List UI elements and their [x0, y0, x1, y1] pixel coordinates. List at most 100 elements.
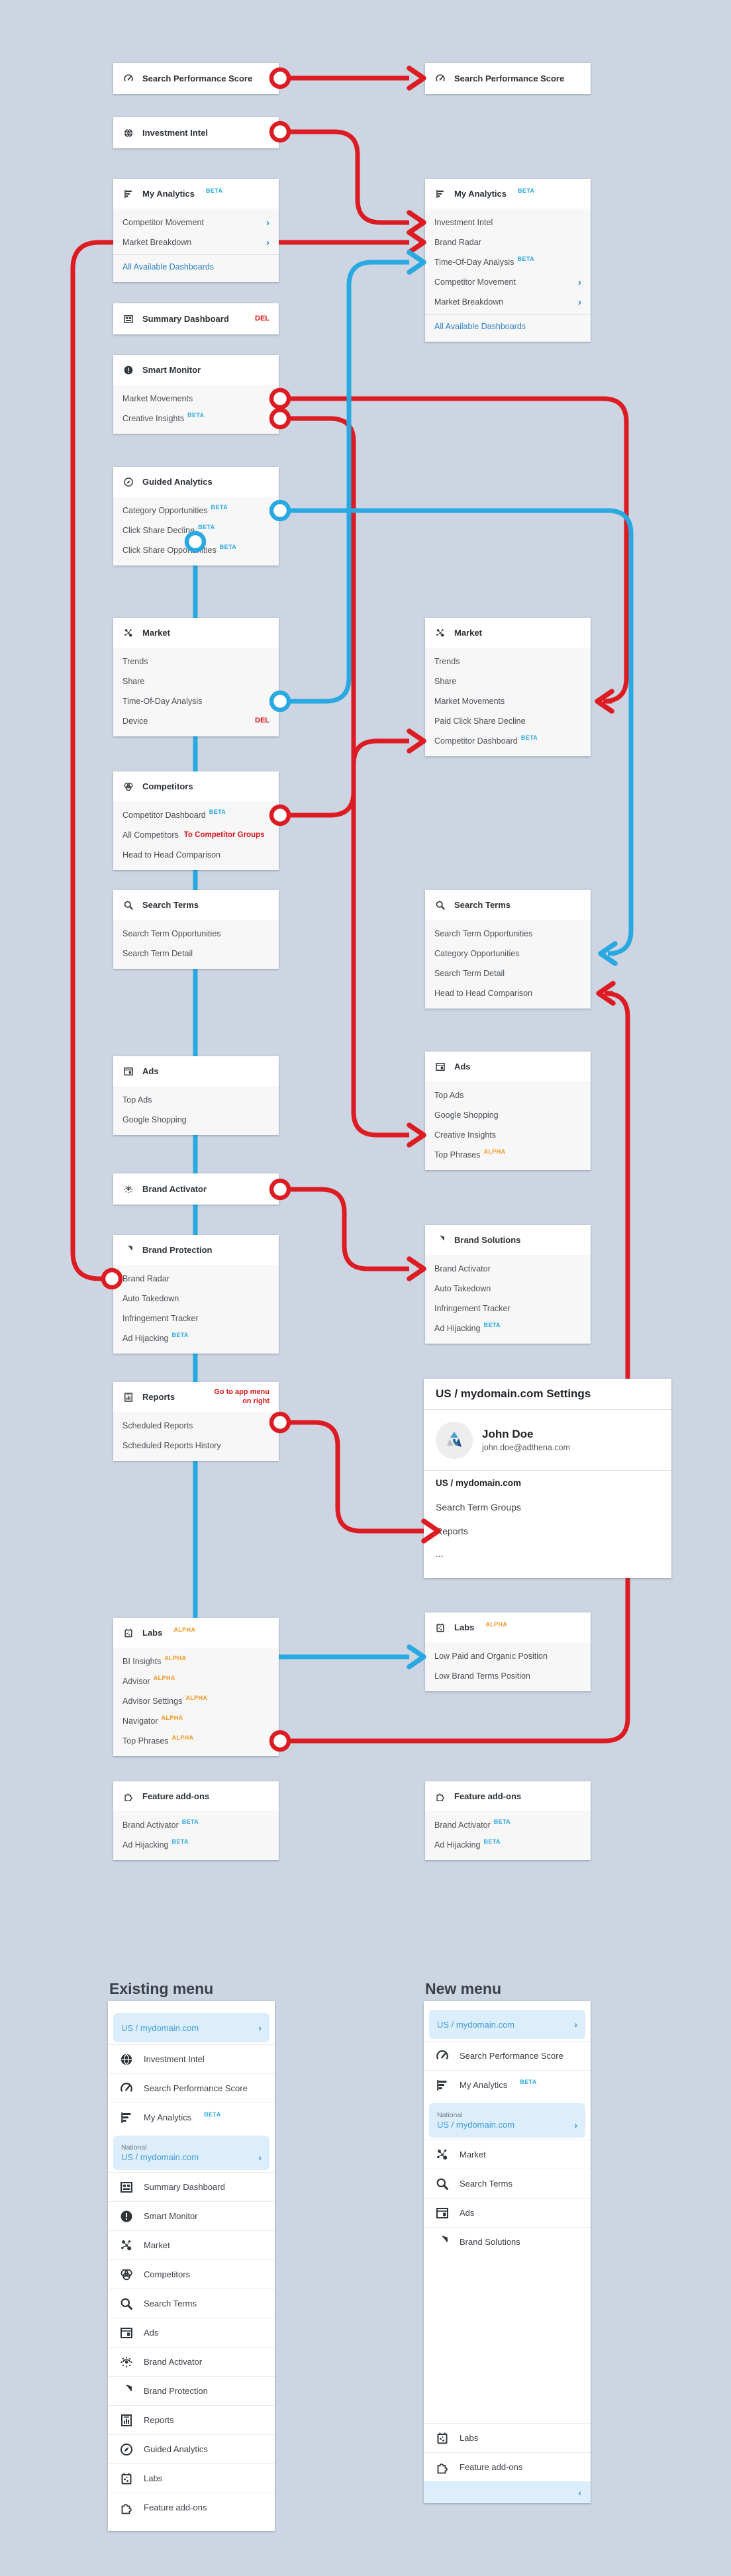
menu-item-brand-radar[interactable]: Brand Radar: [113, 1269, 279, 1289]
menu-item-scheduled-reports-history[interactable]: Scheduled Reports History: [113, 1436, 279, 1456]
settings-item-search-term-groups[interactable]: Search Term Groups: [436, 1502, 521, 1512]
menu-item-all-available-dashboards[interactable]: All Available Dashboards: [113, 254, 279, 277]
menu-item-head-to-head-comparison[interactable]: Head to Head Comparison: [113, 845, 279, 865]
account-label: US / mydomain.com: [121, 2022, 199, 2033]
menu-item-search-term-detail[interactable]: Search Term Detail: [113, 944, 279, 964]
menu-item-creative-insights[interactable]: Creative Insights: [425, 1125, 591, 1145]
menu-row-market[interactable]: Market: [108, 2230, 275, 2259]
menu-row-summary-dashboard[interactable]: Summary Dashboard: [108, 2172, 275, 2201]
settings-item-more[interactable]: ...: [436, 1548, 444, 1559]
menu-item-competitor-movement[interactable]: Competitor Movement›: [425, 272, 591, 292]
menu-row-search-performance-score[interactable]: Search Performance Score: [424, 2041, 591, 2070]
menu-item-infringement-tracker[interactable]: Infringement Tracker: [425, 1299, 591, 1318]
menu-row-smart-monitor[interactable]: Smart Monitor: [108, 2201, 275, 2230]
box-title: Ads: [454, 1062, 471, 1071]
menu-item-trends[interactable]: Trends: [425, 652, 591, 671]
connector-arrowhead-c2: [407, 210, 426, 235]
menu-item-market-breakdown[interactable]: Market Breakdown›: [425, 292, 591, 312]
network-icon: [122, 627, 134, 639]
menu-item-share[interactable]: Share: [113, 671, 279, 691]
menu-item-brand-activator[interactable]: Brand Activator: [425, 1259, 591, 1279]
menu-item-label: Google Shopping: [434, 1111, 499, 1120]
menu-row-reports[interactable]: Reports: [108, 2405, 275, 2434]
menu-item-share[interactable]: Share: [425, 671, 591, 691]
menu-item-all-available-dashboards[interactable]: All Available Dashboards: [425, 314, 591, 336]
menu-item-brand-radar[interactable]: Brand Radar: [425, 232, 591, 252]
menu-item-infringement-tracker[interactable]: Infringement Tracker: [113, 1309, 279, 1328]
menu-item-search-term-detail[interactable]: Search Term Detail: [425, 964, 591, 983]
menu-item-low-brand-terms-position[interactable]: Low Brand Terms Position: [425, 1666, 591, 1686]
menu-row-competitors[interactable]: Competitors: [108, 2259, 275, 2289]
settings-item-reports[interactable]: Reports: [436, 1526, 469, 1536]
menu-item-auto-takedown[interactable]: Auto Takedown: [425, 1279, 591, 1299]
menu-row-brand-activator[interactable]: Brand Activator: [108, 2347, 275, 2376]
menu-row-search-performance-score[interactable]: Search Performance Score: [108, 2073, 275, 2103]
menu-collapse-bar[interactable]: ‹: [424, 2481, 591, 2503]
gauge-icon: [122, 73, 134, 85]
menu-item-time-of-day-analysis[interactable]: Time-Of-Day Analysis: [113, 691, 279, 711]
menu-row-ads[interactable]: Ads: [424, 2198, 591, 2227]
menu-row-feature-add-ons[interactable]: Feature add-ons: [108, 2493, 275, 2522]
menu-item-low-paid-and-organic-position[interactable]: Low Paid and Organic Position: [425, 1646, 591, 1666]
menu-row-brand-protection[interactable]: Brand Protection: [108, 2376, 275, 2405]
menu-item-google-shopping[interactable]: Google Shopping: [425, 1105, 591, 1125]
menu-row-search-terms[interactable]: Search Terms: [108, 2289, 275, 2318]
menu-item-top-ads[interactable]: Top Ads: [425, 1085, 591, 1105]
menu-row-search-terms[interactable]: Search Terms: [424, 2169, 591, 2198]
menu-row-brand-solutions[interactable]: Brand Solutions: [424, 2227, 591, 2256]
account-selector-pill[interactable]: US / mydomain.com›: [429, 2010, 585, 2039]
menu-item-paid-click-share-decline[interactable]: Paid Click Share Decline: [425, 711, 591, 731]
menu-item-label: Auto Takedown: [434, 1284, 491, 1293]
menu-item-search-term-opportunities[interactable]: Search Term Opportunities: [425, 924, 591, 944]
menu-item-scheduled-reports[interactable]: Scheduled Reports: [113, 1416, 279, 1436]
menu-item-head-to-head-comparison[interactable]: Head to Head Comparison: [425, 983, 591, 1003]
menu-row-ads[interactable]: Ads: [108, 2318, 275, 2347]
menu-row-investment-intel[interactable]: Investment Intel: [108, 2044, 275, 2073]
menu-item-label: Click Share Decline: [122, 526, 195, 535]
menu-row-market[interactable]: Market: [424, 2140, 591, 2169]
menu-item-market-breakdown[interactable]: Market Breakdown›: [113, 232, 279, 252]
menu-row-labs[interactable]: Labs: [108, 2463, 275, 2493]
menu-item-category-opportunities[interactable]: Category Opportunities: [425, 944, 591, 964]
menu-item-label: Category Opportunities: [434, 949, 520, 958]
menu-row-labs[interactable]: Labs: [424, 2423, 591, 2452]
menu-row-guided-analytics[interactable]: Guided Analytics: [108, 2434, 275, 2463]
menu-item-trends[interactable]: Trends: [113, 652, 279, 671]
menu-item-market-movements[interactable]: Market Movements: [113, 389, 279, 409]
account-selector-pill[interactable]: US / mydomain.com›: [113, 2013, 269, 2042]
menu-item-market-movements[interactable]: Market Movements: [425, 691, 591, 711]
menu-item-google-shopping[interactable]: Google Shopping: [113, 1110, 279, 1130]
menu-item-top-ads[interactable]: Top Ads: [113, 1090, 279, 1110]
chevron-left-icon[interactable]: ‹: [578, 2487, 581, 2498]
menu-item-competitor-movement[interactable]: Competitor Movement›: [113, 213, 279, 232]
menu-item-investment-intel[interactable]: Investment Intel: [425, 213, 591, 232]
menu-row-feature-add-ons[interactable]: Feature add-ons: [424, 2452, 591, 2481]
menu-item-auto-takedown[interactable]: Auto Takedown: [113, 1289, 279, 1309]
menu-item-search-term-opportunities[interactable]: Search Term Opportunities: [113, 924, 279, 944]
